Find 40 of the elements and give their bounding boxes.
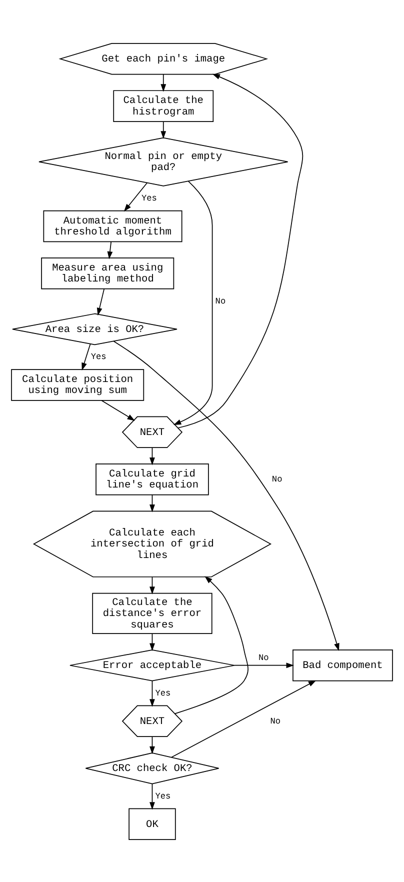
node-box: Calculate the histrogram — [113, 90, 214, 122]
edge-label: No — [272, 474, 282, 484]
arrow — [150, 446, 155, 465]
edge-label: Yes — [142, 192, 157, 203]
node-box: Calculate the distance's error squares — [92, 592, 212, 634]
arrow — [101, 400, 136, 420]
arrow — [173, 180, 213, 424]
node-diamond: Normal pin or empty pad? — [38, 136, 288, 186]
arrow — [124, 182, 148, 212]
arrow — [150, 494, 155, 512]
arrow — [113, 340, 340, 650]
arrow — [150, 783, 155, 810]
arrow — [171, 680, 316, 758]
node-box: Measure area using labeling method — [41, 257, 174, 289]
arrow — [234, 662, 294, 668]
arrow — [178, 73, 304, 428]
arrow — [150, 576, 155, 594]
node-diamond: Area size is OK? — [12, 312, 178, 345]
node-diamond: CRC check OK? — [85, 752, 220, 784]
arrow — [174, 576, 248, 714]
edge-label: Yes — [155, 790, 171, 801]
edge-label: Yes — [90, 352, 106, 362]
node-diamond: Error acceptable — [70, 648, 235, 681]
arrow — [150, 680, 155, 706]
arrow — [150, 736, 155, 754]
arrow — [150, 632, 155, 651]
edge-label: Yes — [155, 688, 171, 698]
arrow — [107, 240, 113, 259]
edge-label: No — [258, 652, 269, 663]
arrow — [82, 343, 91, 370]
arrow — [160, 73, 166, 92]
node-box: Calculate grid line's equation — [96, 463, 209, 495]
arrow — [96, 288, 105, 316]
edge-label: No — [270, 716, 281, 726]
node-box: Automatic moment threshold algorithm — [43, 210, 182, 242]
node-box: Bad compoment — [292, 649, 393, 681]
arrow — [160, 120, 166, 138]
node-box: OK — [128, 808, 176, 840]
node-box: Calculate position using moving sum — [11, 368, 144, 400]
edge-label: No — [215, 296, 226, 306]
